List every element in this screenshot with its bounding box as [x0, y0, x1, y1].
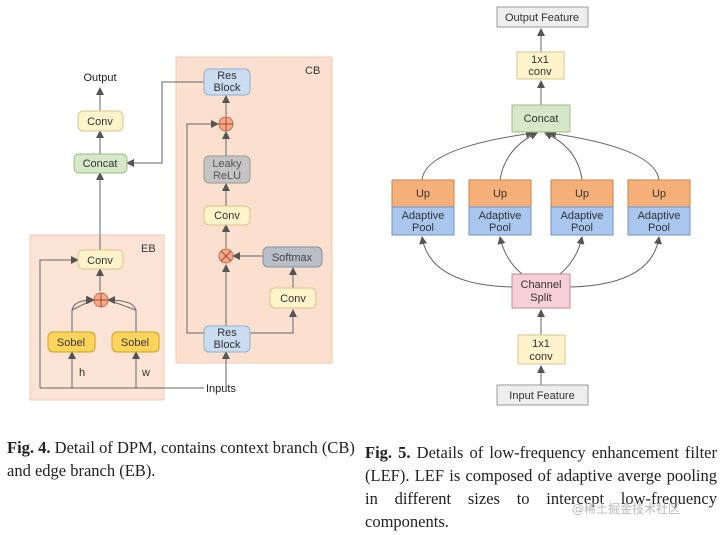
fig4-caption-label: Fig. 4.: [7, 438, 51, 457]
fig4-conv-top: Conv: [77, 110, 124, 132]
fig4-connectors: [39, 81, 297, 389]
fig5-branch-3: Up Adaptive Pool: [550, 179, 614, 236]
svg-text:Conv: Conv: [87, 116, 113, 128]
svg-text:Sobel: Sobel: [121, 337, 149, 349]
fig5-connectors: [419, 28, 662, 385]
svg-text:Conv: Conv: [87, 255, 113, 267]
fig4-diagram: EB CB: [29, 56, 333, 401]
svg-text:Softmax: Softmax: [272, 252, 313, 264]
fig5-conv-bottom: 1x1 conv: [517, 334, 566, 365]
svg-text:Conv: Conv: [280, 293, 306, 305]
svg-text:Conv: Conv: [214, 210, 240, 222]
fig5-concat: Concat: [511, 104, 571, 133]
fig4-concat: Concat: [73, 153, 128, 174]
eb-label: EB: [141, 243, 156, 255]
svg-text:Output Feature: Output Feature: [505, 12, 579, 24]
fig5-diagram: Output Feature 1x1 conv Concat Up Adapti…: [391, 6, 691, 406]
svg-text:Res: Res: [217, 70, 237, 82]
fig4-caption-text: Detail of DPM, contains context branch (…: [7, 438, 355, 480]
svg-text:Block: Block: [214, 82, 241, 94]
cb-panel: [175, 56, 333, 364]
svg-text:Up: Up: [652, 188, 666, 200]
fig4-caption: Fig. 4. Detail of DPM, contains context …: [7, 436, 359, 482]
cb-label: CB: [305, 65, 320, 77]
svg-text:Concat: Concat: [83, 158, 118, 170]
cb-multiply-icon: [218, 248, 234, 264]
fig5-branch-4: Up Adaptive Pool: [627, 179, 691, 236]
cb-res-block-top: Res Block: [203, 68, 251, 96]
svg-text:Pool: Pool: [412, 222, 434, 234]
svg-text:Sobel: Sobel: [57, 337, 85, 349]
svg-text:ReLU: ReLU: [213, 170, 241, 182]
svg-text:conv: conv: [528, 66, 552, 78]
svg-text:Up: Up: [416, 188, 430, 200]
svg-text:Up: Up: [575, 188, 589, 200]
fig5-caption: Fig. 5. Details of low-frequency enhance…: [365, 441, 717, 533]
fig5-caption-text: Details of low-frequency enhancement fil…: [365, 443, 717, 531]
fig5-caption-label: Fig. 5.: [365, 443, 411, 462]
svg-text:Split: Split: [530, 292, 551, 304]
cb-res-block-bottom: Res Block: [203, 325, 251, 353]
svg-text:Leaky: Leaky: [212, 158, 242, 170]
svg-text:1x1: 1x1: [532, 338, 550, 350]
eb-h-label: h: [79, 367, 85, 379]
svg-text:Adaptive: Adaptive: [638, 210, 681, 222]
eb-add-icon: [93, 292, 109, 308]
cb-add-icon: [218, 116, 234, 132]
cb-conv-mid: Conv: [203, 205, 251, 226]
svg-text:Pool: Pool: [648, 222, 670, 234]
fig5-branch-2: Up Adaptive Pool: [468, 179, 532, 236]
svg-text:Pool: Pool: [571, 222, 593, 234]
watermark: @稀土掘金技术社区: [572, 502, 681, 516]
fig5-channel-split: Channel Split: [511, 273, 571, 309]
svg-text:1x1: 1x1: [531, 54, 549, 66]
eb-sobel-w: Sobel: [111, 331, 160, 353]
svg-text:conv: conv: [529, 351, 553, 363]
svg-text:Adaptive: Adaptive: [561, 210, 604, 222]
svg-text:Channel: Channel: [521, 279, 562, 291]
fig4-inputs-label: Inputs: [206, 383, 236, 395]
svg-text:Block: Block: [214, 339, 241, 351]
fig5-output-feature: Output Feature: [496, 6, 589, 28]
cb-conv-right: Conv: [269, 287, 317, 309]
svg-text:Pool: Pool: [489, 222, 511, 234]
eb-w-label: w: [141, 367, 150, 379]
cb-leaky-relu: Leaky ReLU: [203, 155, 251, 184]
svg-text:Input Feature: Input Feature: [509, 390, 574, 402]
fig5-branch-1: Up Adaptive Pool: [391, 179, 455, 236]
svg-text:Up: Up: [493, 188, 507, 200]
svg-text:Res: Res: [217, 327, 237, 339]
fig4-output-label: Output: [83, 72, 116, 84]
cb-softmax: Softmax: [262, 246, 323, 268]
svg-text:Adaptive: Adaptive: [479, 210, 522, 222]
fig5-input-feature: Input Feature: [496, 384, 589, 406]
svg-text:Concat: Concat: [524, 113, 559, 125]
eb-conv: Conv: [77, 249, 124, 270]
fig5-conv-top: 1x1 conv: [516, 51, 565, 80]
svg-text:Adaptive: Adaptive: [402, 210, 445, 222]
eb-sobel-h: Sobel: [47, 331, 96, 353]
